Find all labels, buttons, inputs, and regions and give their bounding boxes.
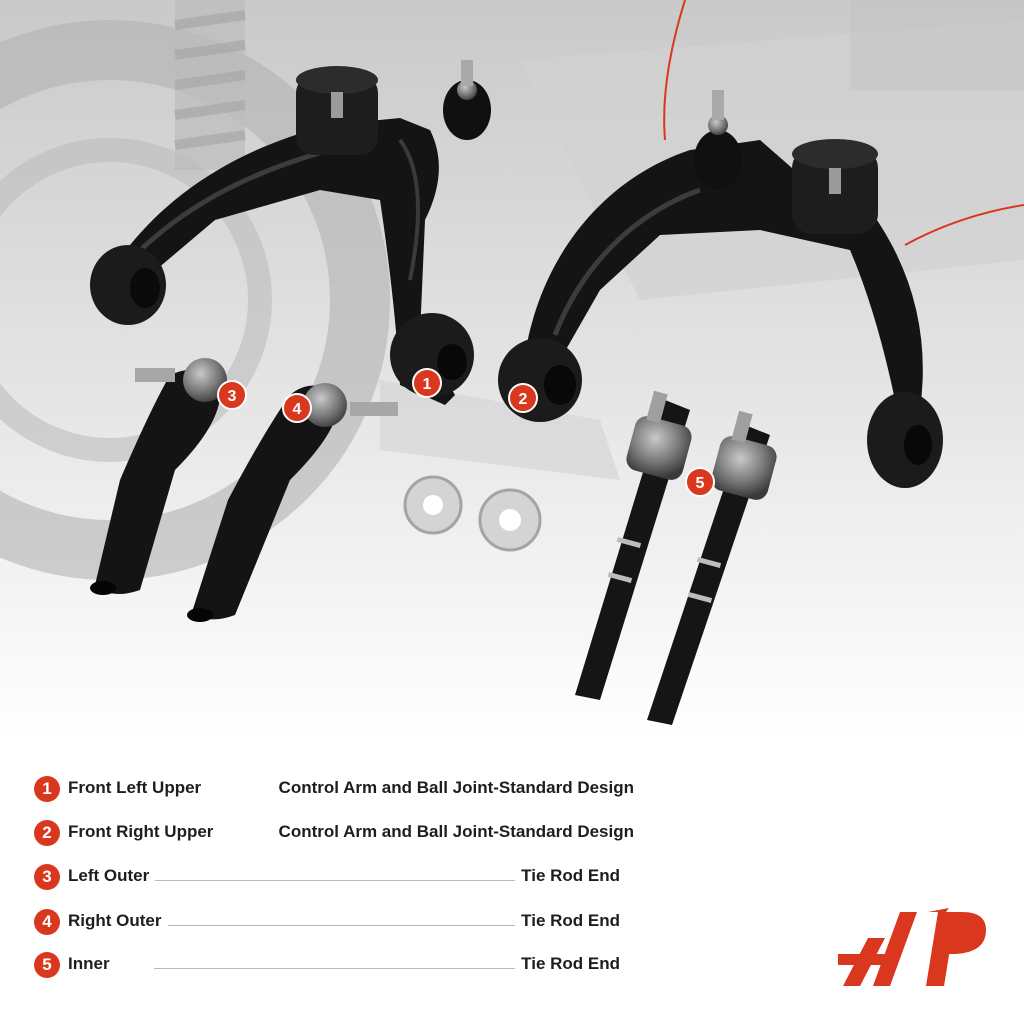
product-photo: 1 2 3 4 5 [0,0,1024,740]
part-name: Left Outer [68,866,156,886]
svg-text:1: 1 [423,376,432,393]
legend-row-5: 5 Inner Tie Rod End [34,952,634,980]
svg-text:4: 4 [293,401,302,418]
number-badge: 1 [34,776,60,802]
parts-legend: 1 Front Left Upper Control Arm and Ball … [0,770,1024,1000]
svg-text:3: 3 [228,388,237,405]
a-premium-logo-icon [838,908,986,986]
part-description: Control Arm and Ball Joint-Standard Desi… [272,778,634,798]
number-badge: 5 [34,952,60,978]
part-name: Inner [68,954,116,974]
callout-badge-4: 4 [282,393,312,423]
legend-row-1: 1 Front Left Upper Control Arm and Ball … [34,776,634,804]
legend-row-3: 3 Left Outer Tie Rod End [34,864,634,892]
part-name: Front Left Upper [68,778,208,798]
number-badge: 4 [34,909,60,935]
left-upper-control-arm [90,60,491,405]
svg-text:2: 2 [519,391,528,408]
callout-badge-5: 5 [685,467,715,497]
svg-text:5: 5 [696,475,705,492]
leader-line [154,968,534,969]
callout-badge-3: 3 [217,380,247,410]
lock-washers [403,475,542,552]
part-name: Front Right Upper [68,822,220,842]
left-outer-tie-rod-end [90,358,227,595]
right-outer-tie-rod-end [187,383,398,622]
number-badge: 2 [34,820,60,846]
part-name: Right Outer [68,911,168,931]
part-description: Control Arm and Ball Joint-Standard Desi… [272,822,634,842]
callout-badge-2: 2 [508,383,538,413]
leader-line [154,925,534,926]
part-description: Tie Rod End [515,954,620,974]
inner-tie-rods [575,390,777,725]
callout-badge-1: 1 [412,368,442,398]
number-badge: 3 [34,864,60,890]
part-description: Tie Rod End [515,911,620,931]
part-description: Tie Rod End [515,866,620,886]
legend-row-4: 4 Right Outer Tie Rod End [34,909,634,937]
legend-row-2: 2 Front Right Upper Control Arm and Ball… [34,820,634,848]
leader-line [154,880,534,881]
